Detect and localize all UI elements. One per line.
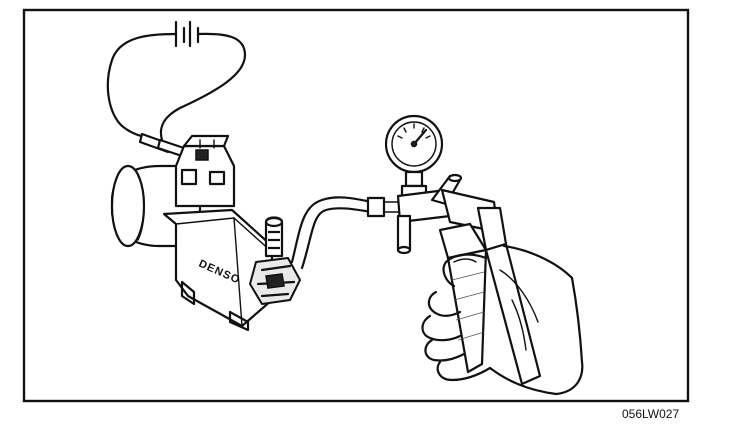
figure-code-label: 056LW027 — [622, 407, 679, 421]
vacuum-hose — [290, 196, 401, 270]
battery-wire-right — [159, 32, 247, 142]
hand-icon — [421, 244, 584, 396]
pressure-gauge-icon — [384, 114, 444, 198]
battery-icon — [174, 20, 200, 48]
vsv-valve-icon — [110, 134, 301, 332]
figure-frame — [22, 8, 690, 403]
battery-wire-left — [106, 32, 178, 140]
